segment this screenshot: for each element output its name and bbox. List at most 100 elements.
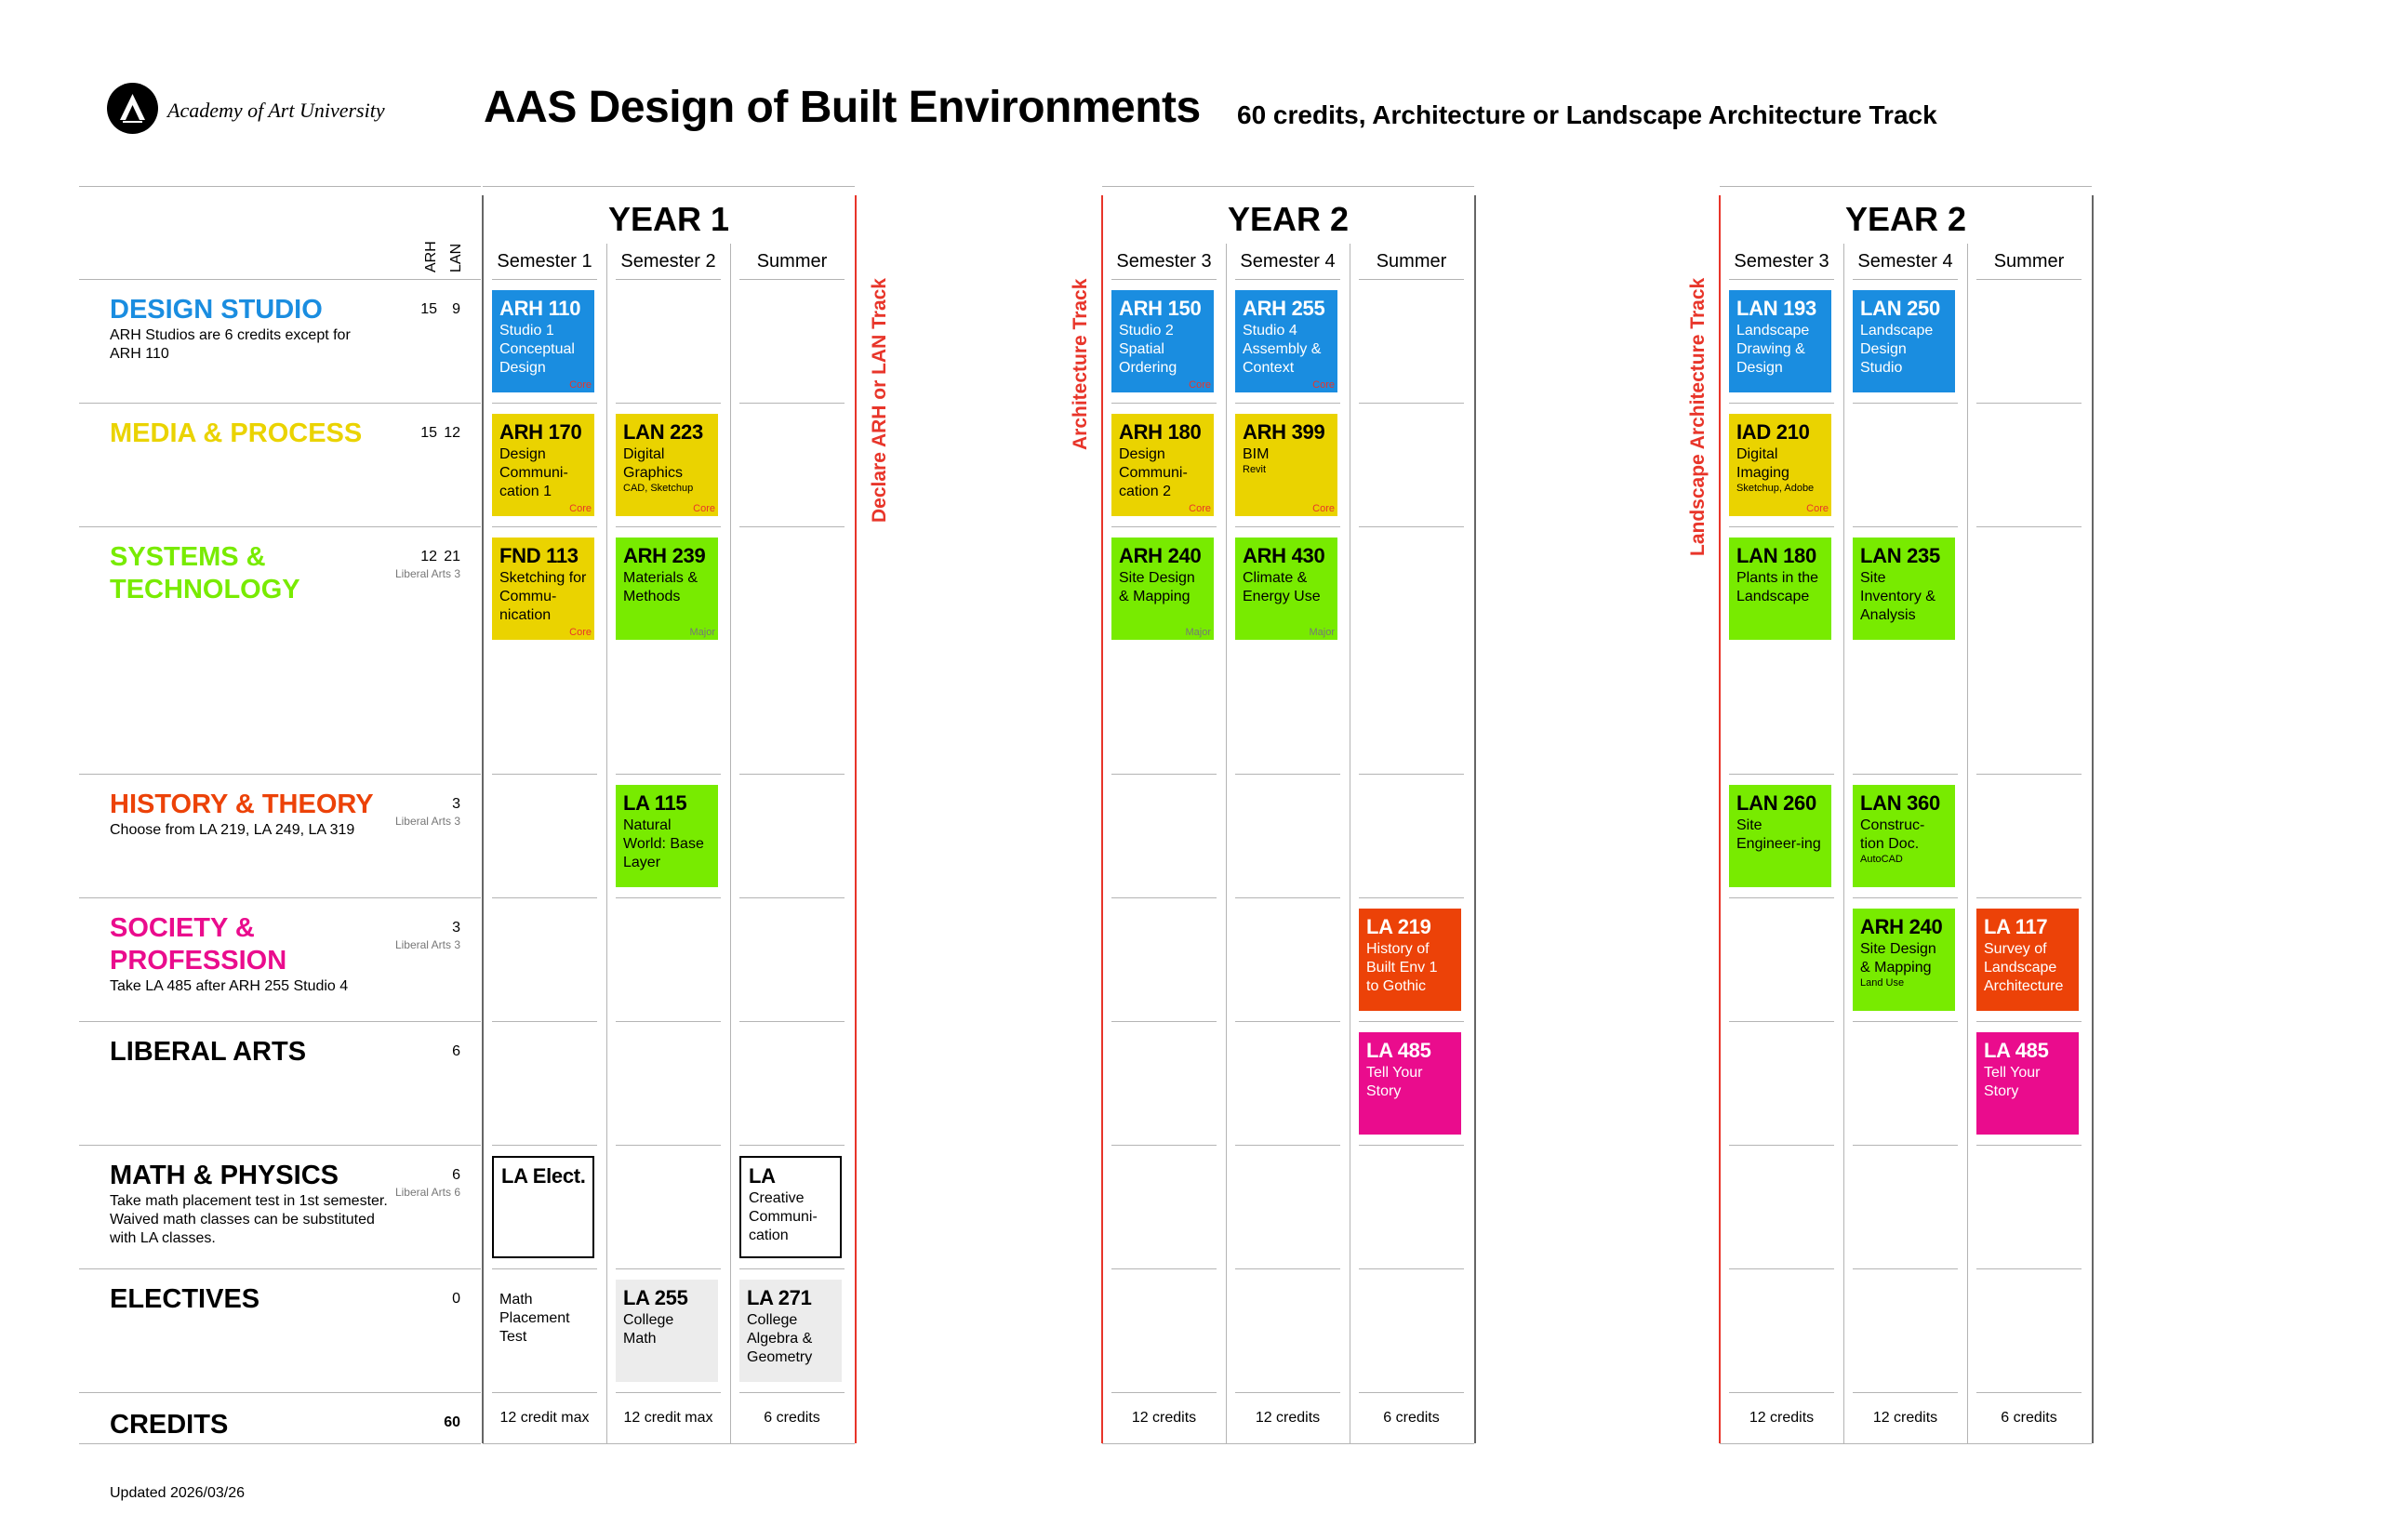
course-type-tag: Major — [1309, 627, 1335, 638]
cell-divider — [739, 1145, 845, 1146]
course-code: LA 485 — [1984, 1039, 2049, 1062]
category-electives: ELECTIVES — [110, 1284, 260, 1314]
column-separator — [1967, 244, 1968, 1443]
cell-divider — [616, 279, 721, 280]
cell-divider — [1976, 1145, 2082, 1146]
course-software-note: Land Use — [1860, 977, 1905, 989]
course-type-tag: Core — [569, 379, 592, 391]
row-divider — [79, 403, 481, 404]
architecture-track-label: Architecture Track — [1070, 278, 1091, 450]
semester-credit-total: 12 credits — [1131, 1410, 1197, 1426]
row-divider — [79, 897, 481, 898]
lan-credit-count: 21 — [444, 549, 460, 564]
cell-divider — [1976, 774, 2082, 775]
cell-divider — [1359, 1145, 1464, 1146]
semester-label: Semester 1 — [497, 251, 592, 272]
cell-divider — [1235, 897, 1340, 898]
course-tile-la-elect[interactable]: LA Elect. — [492, 1156, 594, 1258]
course-code: LAN 193 — [1736, 297, 1816, 320]
cell-divider — [1111, 897, 1217, 898]
liberal-arts-note: Liberal Arts 3 — [394, 567, 460, 580]
cell-divider — [616, 1021, 721, 1022]
cell-divider — [1853, 1392, 1958, 1393]
cell-divider — [1359, 774, 1464, 775]
course-type-tag: Core — [1312, 379, 1335, 391]
course-name: Studio 1 Conceptual Design — [499, 323, 575, 376]
course-name: Design Communi-cation 1 — [499, 446, 568, 499]
cell-divider — [1976, 403, 2082, 404]
course-software-note: Revit — [1243, 464, 1267, 475]
row-divider — [79, 774, 481, 775]
lan-credit-count: 12 — [444, 425, 460, 441]
course-type-tag: Core — [1312, 503, 1335, 514]
course-code: LAN 180 — [1736, 544, 1816, 567]
course-name: Site Inventory & Analysis — [1860, 570, 1935, 623]
category-note: Take math placement test in 1st semester… — [110, 1193, 388, 1246]
year-title: YEAR 1 — [607, 200, 730, 238]
cell-divider — [739, 403, 845, 404]
page-subtitle: 60 credits, Architecture or Landscape Ar… — [1237, 100, 1937, 129]
course-code: LAN 360 — [1860, 791, 1940, 815]
cell-divider — [1111, 1145, 1217, 1146]
course-code: LA 255 — [623, 1286, 688, 1309]
semester-credit-total: 6 credits — [1383, 1410, 1440, 1426]
cell-divider — [616, 1268, 721, 1269]
cell-divider — [492, 897, 597, 898]
course-type-tag: Major — [1185, 627, 1211, 638]
liberal-arts-note: Liberal Arts 3 — [394, 938, 460, 951]
year-title: YEAR 2 — [1227, 200, 1350, 238]
cell-divider — [492, 526, 597, 527]
course-name: Site Engineer-ing — [1736, 817, 1821, 852]
course-code: ARH 240 — [1119, 544, 1202, 567]
course-code: LA — [749, 1164, 776, 1188]
course-code: LAN 250 — [1860, 297, 1940, 320]
course-code: LA 219 — [1366, 915, 1431, 938]
year-top-border — [1102, 186, 1474, 187]
lan-credit-count: 3 — [452, 796, 460, 812]
cell-divider — [1111, 279, 1217, 280]
course-name: Survey of Landscape Architecture — [1984, 941, 2064, 994]
cell-divider — [1359, 1392, 1464, 1393]
arh-credit-count: 12 — [420, 549, 437, 564]
cell-divider — [1111, 774, 1217, 775]
category-note: ARH Studios are 6 credits except for ARH… — [110, 327, 351, 362]
course-name: BIM — [1243, 446, 1270, 462]
cell-divider — [1359, 1268, 1464, 1269]
semester-label: Summer — [756, 251, 828, 272]
cell-divider — [1729, 1268, 1834, 1269]
course-name: Studio 2 Spatial Ordering — [1119, 323, 1177, 376]
year-top-border — [1720, 186, 2092, 187]
year-bottom-border — [1720, 1443, 2092, 1444]
course-tile-math-placement-test[interactable]: Math Placement Test — [492, 1280, 594, 1382]
year-bottom-border — [1102, 1443, 1474, 1444]
liberal-arts-note: Liberal Arts 3 — [394, 815, 460, 828]
lan-column-header: LAN — [448, 243, 464, 272]
